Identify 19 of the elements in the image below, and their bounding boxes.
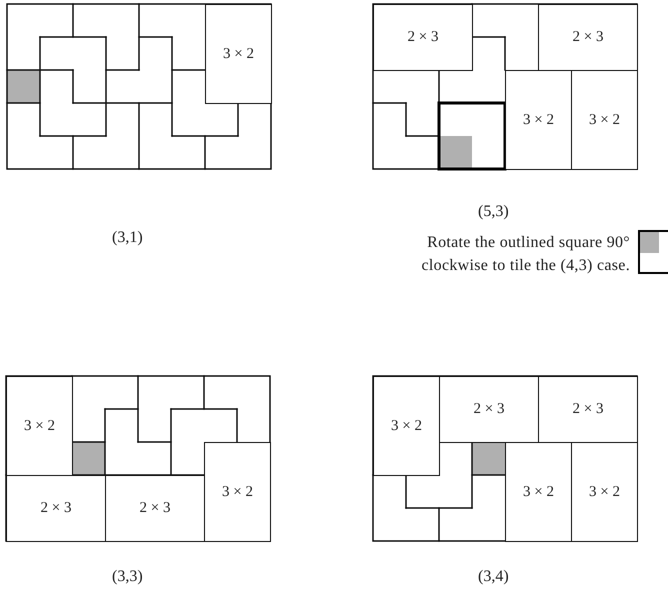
- note-text: Rotate the outlined square 90° clockwise to tile the (4,3) case.: [420, 233, 630, 276]
- labeled-tile: 2 × 3: [105, 475, 205, 542]
- labeled-tile: 3 × 2: [505, 70, 572, 170]
- labeled-tile: 3 × 2: [205, 4, 272, 104]
- labeled-tile: 2 × 3: [6, 475, 106, 542]
- labeled-tile: 2 × 3: [538, 4, 638, 71]
- labeled-tile: 3 × 2: [571, 70, 638, 170]
- labeled-tile: 2 × 3: [538, 376, 638, 443]
- labeled-tile: 3 × 2: [571, 442, 638, 542]
- labeled-tile: 3 × 2: [6, 376, 73, 476]
- labeled-tile: 3 × 2: [505, 442, 572, 542]
- labeled-tile: 2 × 3: [373, 4, 473, 71]
- labeled-tile: 3 × 2: [204, 442, 271, 542]
- figure-caption: (5,3): [478, 203, 509, 221]
- figure-caption: (3,3): [112, 568, 143, 586]
- figure-caption: (3,4): [478, 568, 509, 586]
- figure-caption: (3,1): [112, 229, 143, 247]
- labeled-tile: 2 × 3: [439, 376, 539, 443]
- labeled-tile: 3 × 2: [373, 376, 440, 476]
